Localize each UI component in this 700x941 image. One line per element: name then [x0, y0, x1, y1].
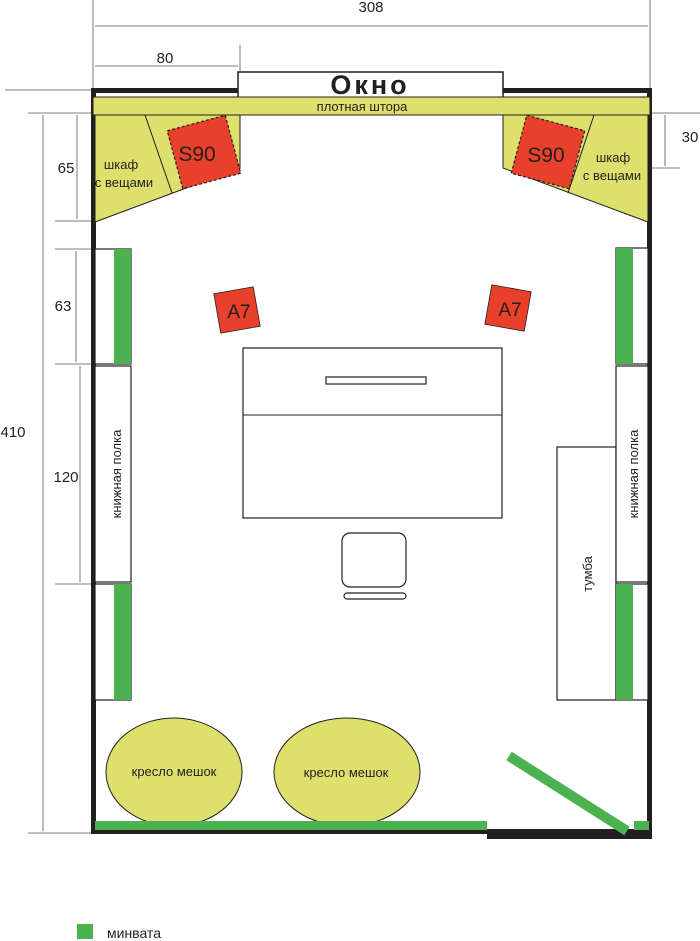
walls [91, 88, 652, 839]
beanbag-right-label: кресло мешок [304, 765, 389, 780]
speaker-s90-right-label: S90 [527, 144, 564, 167]
dim-wardrobe-right: 30 [682, 129, 699, 146]
curtain-label: плотная штора [317, 99, 408, 114]
legend-swatch-insulation [77, 924, 93, 939]
chair [341, 532, 407, 588]
bookshelf-left-label: книжная полка [109, 429, 124, 518]
keyboard [325, 376, 427, 385]
window [237, 71, 504, 99]
cabinet [556, 446, 617, 701]
curtain [92, 96, 651, 116]
window-label: Окно [330, 70, 409, 100]
dim-width-total: 308 [358, 0, 383, 16]
wardrobe-left-label-2: с вещами [95, 175, 153, 190]
dim-window-offset: 80 [157, 50, 174, 67]
dim-niche-top: 63 [55, 298, 72, 315]
speaker-a7-left-label: A7 [227, 302, 250, 323]
speaker-a7-right-label: A7 [498, 300, 521, 321]
dim-shelf-length: 120 [53, 469, 78, 486]
insulation-corner [634, 821, 649, 830]
speaker-a7-left [213, 286, 261, 334]
wardrobe-right-label-2: с вещами [583, 168, 641, 183]
wardrobe-right-label-1: шкаф [596, 150, 631, 165]
chair-backrest [343, 592, 407, 600]
speaker-s90-left-label: S90 [178, 143, 215, 166]
speaker-s90-left [166, 114, 242, 190]
cabinet-label: тумба [580, 555, 595, 591]
dim-wardrobe-depth: 65 [58, 160, 75, 177]
insulation-right-top [616, 248, 633, 364]
dim-height-total: 410 [0, 424, 25, 441]
insulation-left-top [114, 249, 131, 364]
bookshelf-right-label: книжная полка [626, 429, 641, 518]
insulation-bottom [95, 821, 487, 830]
wardrobe-left-label-1: шкаф [104, 157, 139, 172]
speaker-s90-right [510, 114, 586, 190]
door [506, 751, 630, 836]
insulation-right-bottom [616, 584, 633, 700]
desk [242, 347, 503, 519]
beanbag-left-label: кресло мешок [132, 764, 217, 779]
bookshelf-left [94, 365, 132, 583]
insulation-left-bottom [114, 584, 131, 700]
speaker-a7-right [484, 284, 532, 332]
legend-label-insulation: минвата [107, 925, 161, 941]
bookshelf-right [615, 365, 649, 583]
